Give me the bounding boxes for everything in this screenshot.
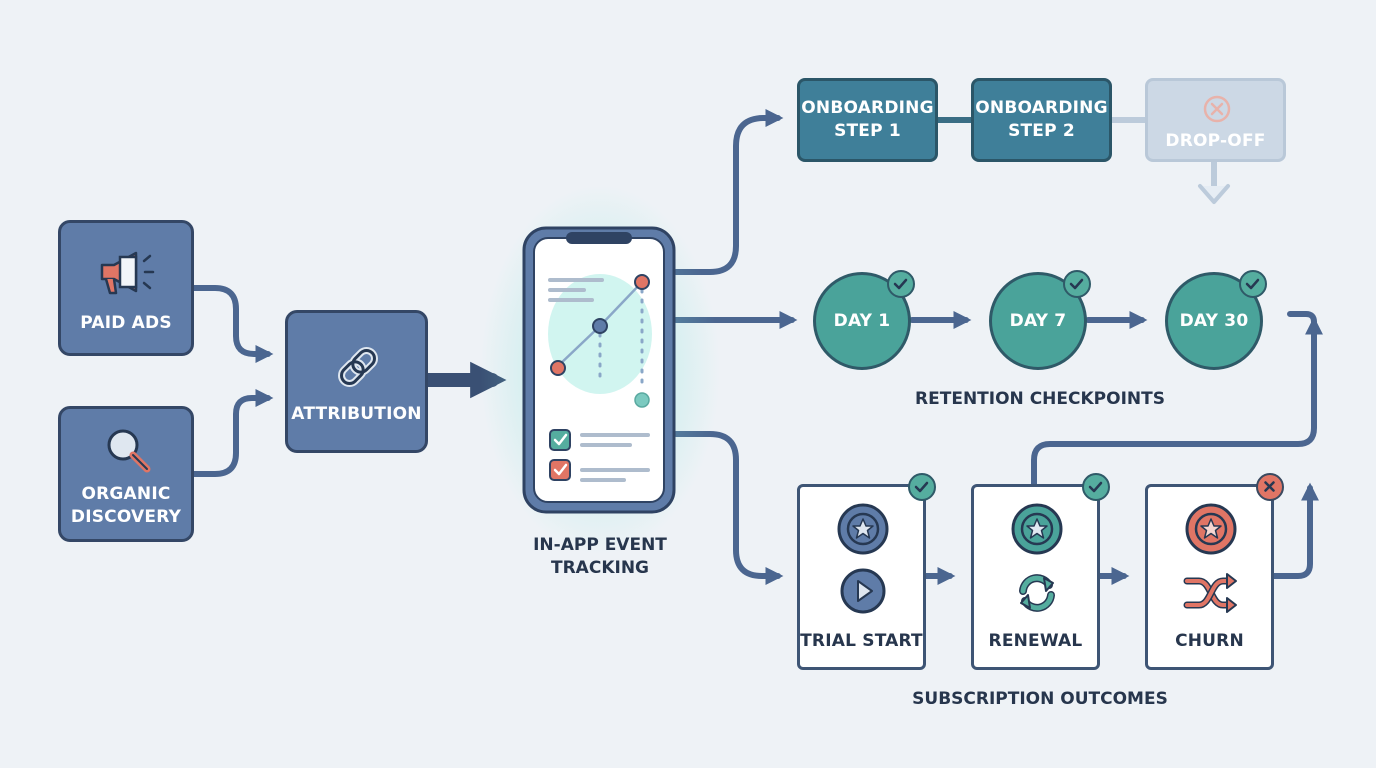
tracking-caption: IN-APP EVENT TRACKING xyxy=(510,534,690,580)
check-icon xyxy=(1239,270,1267,298)
star-badge-icon xyxy=(1185,503,1237,555)
check-icon xyxy=(887,270,915,298)
magnifier-icon xyxy=(107,429,151,473)
tracking-caption-line2: TRACKING xyxy=(551,558,649,578)
check-icon xyxy=(908,473,936,501)
onboarding-step-1-line2: STEP 1 xyxy=(834,121,901,141)
trial-start-label: TRIAL START xyxy=(800,631,923,651)
connector-to-onboarding xyxy=(673,109,784,275)
organic-label-line1: ORGANIC xyxy=(81,484,171,504)
attribution-node[interactable]: ATTRIBUTION xyxy=(285,310,428,453)
subscription-caption: SUBSCRIPTION OUTCOMES xyxy=(912,689,1168,709)
connector-organic xyxy=(191,389,274,477)
paid-ads-label: PAID ADS xyxy=(80,313,172,333)
shuffle-icon xyxy=(1183,573,1237,613)
megaphone-icon xyxy=(100,251,155,295)
day-7-label: DAY 7 xyxy=(1009,310,1067,331)
renewal-card[interactable]: RENEWAL xyxy=(971,484,1100,670)
onboarding-step-1-line1: ONBOARDING xyxy=(801,98,934,118)
check-icon xyxy=(1063,270,1091,298)
churn-label: CHURN xyxy=(1175,631,1244,651)
day-1-checkpoint[interactable]: DAY 1 xyxy=(813,272,911,370)
day-30-label: DAY 30 xyxy=(1179,310,1249,331)
connector-churn-exit xyxy=(1271,482,1319,579)
dropoff-node[interactable]: DROP-OFF xyxy=(1145,78,1286,162)
organic-label-line2: DISCOVERY xyxy=(70,507,182,527)
close-icon xyxy=(1203,95,1231,123)
paid-ads-node[interactable]: PAID ADS xyxy=(58,220,194,356)
star-badge-icon xyxy=(1011,503,1063,555)
refresh-icon xyxy=(1019,574,1055,612)
play-icon xyxy=(840,568,886,614)
check-icon xyxy=(1082,473,1110,501)
trial-start-card[interactable]: TRIAL START xyxy=(797,484,926,670)
renewal-label: RENEWAL xyxy=(988,631,1083,651)
tracking-caption-line1: IN-APP EVENT xyxy=(533,535,667,555)
onboarding-step-2[interactable]: ONBOARDING STEP 2 xyxy=(971,78,1112,162)
phone-icon[interactable] xyxy=(520,224,680,516)
onboarding-step-2-line2: STEP 2 xyxy=(1008,121,1075,141)
close-icon xyxy=(1256,473,1284,501)
connector-day30-return xyxy=(1287,311,1317,325)
onboarding-step-1[interactable]: ONBOARDING STEP 1 xyxy=(797,78,938,162)
star-badge-icon xyxy=(837,503,889,555)
day-30-checkpoint[interactable]: DAY 30 xyxy=(1165,272,1263,370)
chain-link-icon xyxy=(338,347,378,387)
connector-to-subscription xyxy=(673,431,784,585)
dropoff-label: DROP-OFF xyxy=(1165,131,1266,151)
connector-renewal-day30 xyxy=(1031,316,1323,487)
attribution-label: ATTRIBUTION xyxy=(291,404,422,424)
churn-card[interactable]: CHURN xyxy=(1145,484,1274,670)
onboarding-step-2-line1: ONBOARDING xyxy=(975,98,1108,118)
day-1-label: DAY 1 xyxy=(833,310,891,331)
connector-paid-ads xyxy=(191,285,274,363)
retention-caption: RETENTION CHECKPOINTS xyxy=(915,389,1165,409)
organic-discovery-node[interactable]: ORGANIC DISCOVERY xyxy=(58,406,194,542)
